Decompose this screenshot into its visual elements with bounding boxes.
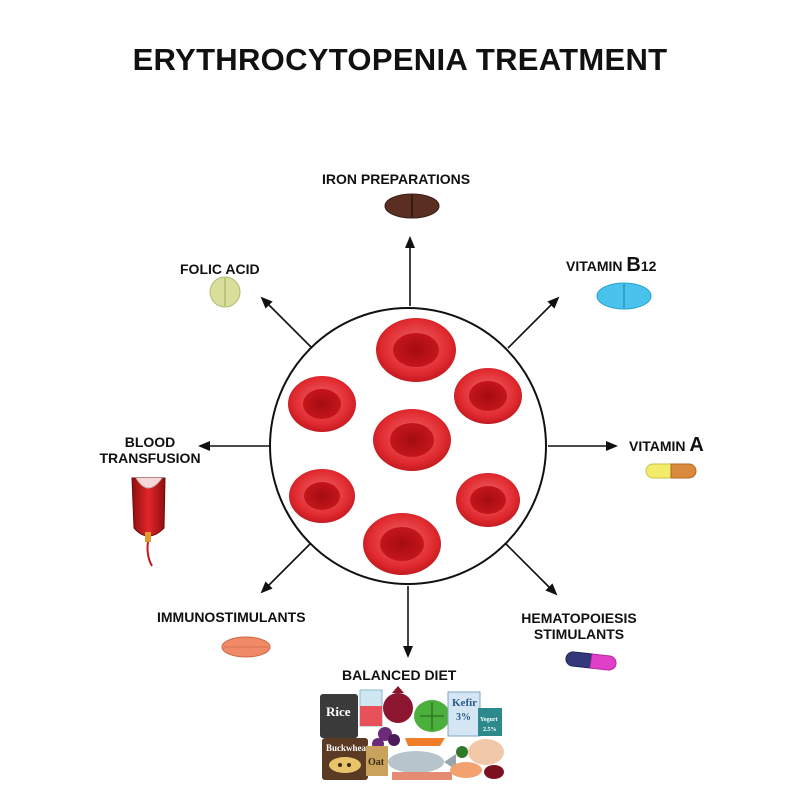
fish: [388, 751, 444, 773]
rbc-right-lower: [456, 473, 520, 527]
label-folic-acid: FOLIC ACID: [180, 261, 260, 277]
page-title: ERYTHROCYTOPENIA TREATMENT: [132, 42, 668, 77]
vitamin-b12-prefix: VITAMIN: [566, 258, 627, 274]
blood-bag-icon: [131, 477, 166, 567]
svg-text:2.5%: 2.5%: [483, 727, 497, 733]
rbc-right-upper: [454, 368, 522, 424]
immunostimulant-pill-icon: [221, 636, 271, 658]
label-immunostimulants: IMMUNOSTIMULANTS: [157, 609, 306, 625]
svg-text:3%: 3%: [456, 712, 471, 723]
label-hematopoiesis-stimulants: HEMATOPOIESIS STIMULANTS: [514, 610, 644, 642]
svg-text:Kefir: Kefir: [452, 697, 477, 709]
vitamin-a-prefix: VITAMIN: [629, 438, 690, 454]
rbc-left-lower: [289, 469, 355, 523]
rice-bag: [320, 694, 358, 738]
vitamin-b12-letter: B: [626, 254, 641, 276]
label-balanced-diet: BALANCED DIET: [342, 667, 457, 683]
iron-pill-icon: [384, 193, 440, 219]
food-pile-icon: Rice Buckwheat Kefir 3% Yogurt 2.5% Oat: [320, 686, 504, 780]
folic-acid-pill-icon: [209, 276, 241, 308]
label-iron-preparations: IRON PREPARATIONS: [322, 171, 471, 187]
yogurt-cup: [478, 708, 502, 736]
oat-bag: [366, 746, 388, 776]
chicken: [468, 739, 504, 765]
arrow-hema: [505, 543, 558, 596]
label-vitamin-b12: VITAMIN B12: [566, 254, 656, 277]
rbc-top: [376, 318, 456, 382]
blood-line-2: TRANSFUSION: [99, 450, 201, 466]
blood-line-1: BLOOD: [124, 434, 176, 450]
svg-text:Buckwheat: Buckwheat: [326, 743, 369, 753]
svg-text:Rice: Rice: [326, 704, 351, 719]
vitamin-a-letter: A: [689, 434, 704, 456]
hema-line-2: STIMULANTS: [533, 626, 625, 642]
label-blood-transfusion: BLOOD TRANSFUSION: [80, 434, 220, 466]
hema-line-1: HEMATOPOIESIS: [521, 610, 637, 626]
arrow-b12: [507, 296, 560, 349]
label-vitamin-a: VITAMIN A: [629, 434, 704, 457]
hematopoiesis-capsule-icon: [565, 651, 617, 671]
kefir-box: [447, 691, 481, 737]
rbc-center: [373, 409, 451, 471]
svg-text:Yogurt: Yogurt: [480, 717, 498, 723]
vitamin-a-capsule-icon: [645, 463, 697, 479]
vitamin-b12-suffix: 12: [640, 258, 657, 274]
arrow-immuno: [260, 543, 311, 594]
rbc-left-upper: [288, 376, 356, 432]
pomegranate: [383, 693, 413, 723]
arrow-folic: [260, 296, 313, 349]
svg-text:Oat: Oat: [368, 757, 385, 768]
rbc-bottom: [363, 513, 441, 575]
vitamin-b12-pill-icon: [596, 282, 652, 310]
